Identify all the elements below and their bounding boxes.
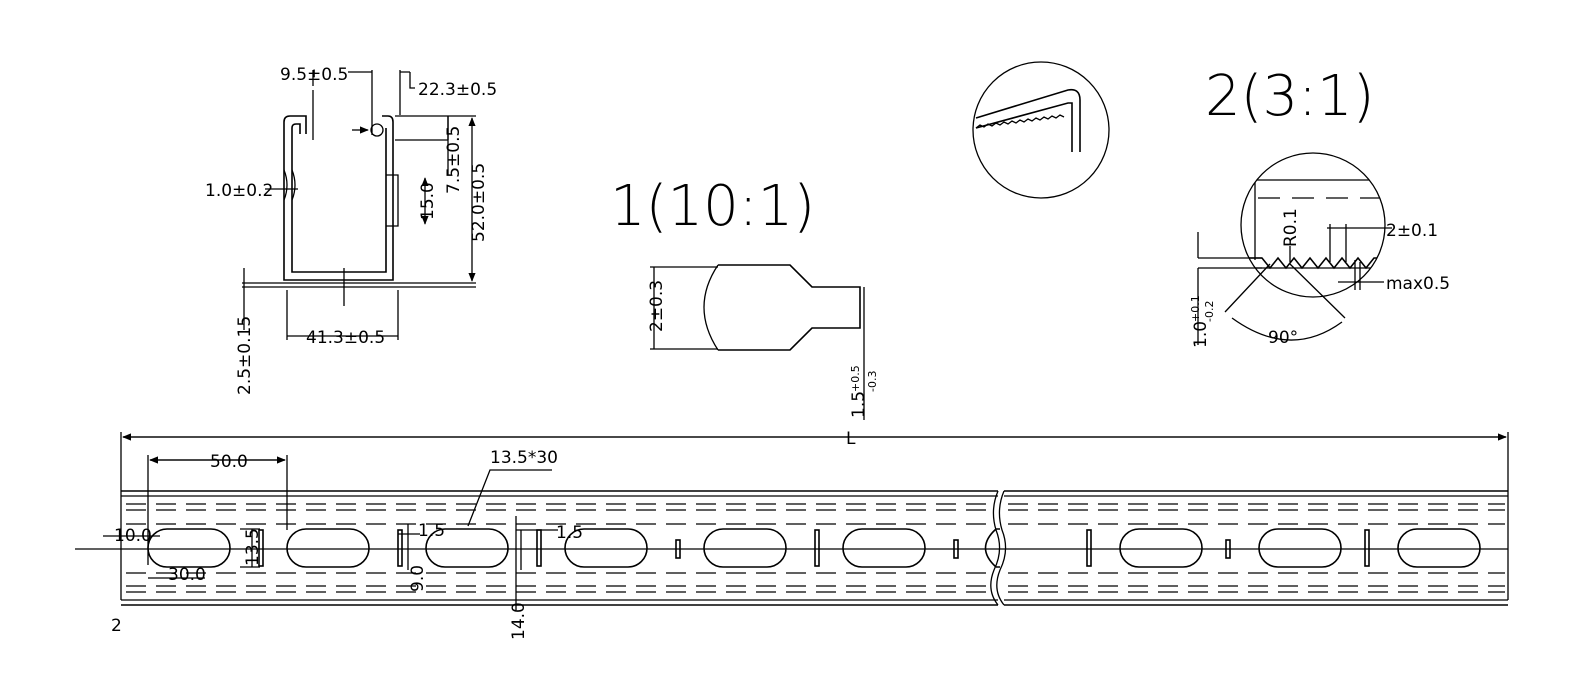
small-slot — [953, 539, 959, 559]
rail-edges-left — [121, 490, 1508, 606]
detail-1-curve — [703, 264, 719, 351]
profile-bead — [283, 169, 296, 201]
small-slot — [1364, 529, 1370, 567]
small-slot — [258, 529, 264, 567]
rail-break-line — [990, 490, 1007, 606]
detail-2-teeth — [1241, 256, 1385, 270]
profile-hole — [370, 123, 384, 137]
slot — [842, 528, 926, 568]
detail-2-thickness-tol-upper: +0.1 — [1189, 295, 1202, 322]
small-slot — [536, 529, 542, 567]
rail-dim-slot-size: 13.5*30 — [490, 448, 558, 468]
rail-slots — [147, 528, 1481, 568]
rail-dim-slot-length: 30.0 — [168, 565, 206, 585]
rail-dim-slot-height: 13.5 — [243, 528, 263, 566]
rail-edges-left-thin — [121, 495, 1508, 601]
rail-dim-edge-offset: 10.0 — [114, 526, 152, 546]
detail-1-tip: 1.5 — [849, 391, 869, 418]
detail-2-view: 2(3:1) R0.1 2±0.1 max0.5 1.0 +0.1 -0.2 9… — [1189, 64, 1450, 348]
small-slot — [1225, 539, 1231, 559]
rail-dim-small-width-a: 1.5 — [418, 521, 445, 541]
rail-dim-lines — [103, 455, 558, 610]
small-slot — [1086, 529, 1092, 567]
rail-dim-pitch: 50.0 — [210, 452, 248, 472]
rail-serration-dashes — [126, 503, 1505, 593]
dim-base: 2.5±0.15 — [235, 316, 255, 395]
dim-inner: 15.0 — [418, 182, 438, 220]
detail-2-angle: 90° — [1268, 328, 1298, 348]
rail-dim-small-width-b: 1.5 — [556, 523, 583, 543]
slot — [286, 528, 370, 568]
detail-2-pitch: 2±0.1 — [1386, 221, 1438, 241]
serration-circle-view — [972, 61, 1110, 199]
profile-inner-step — [386, 174, 399, 227]
dim-width: 41.3±0.5 — [306, 328, 385, 348]
detail-2-radius: R0.1 — [1281, 208, 1301, 247]
profile-centerline — [312, 90, 345, 306]
detail-1-tip-tol-lower: -0.3 — [866, 371, 879, 392]
detail-2-angle-lines — [1224, 263, 1346, 341]
profile-outline — [283, 115, 394, 281]
detail-1-view: 1(10:1) 2±0.3 1.5 +0.5 -0.3 — [610, 174, 879, 420]
detail-1-thickness: 2±0.3 — [647, 280, 667, 332]
dim-width-line — [286, 290, 399, 340]
serration-teeth — [975, 114, 1065, 129]
detail-1-outline — [718, 264, 861, 351]
small-slot — [397, 529, 403, 567]
detail-1-dim-lines — [650, 266, 865, 420]
rail-dim-small-length: 14.0 — [509, 602, 529, 640]
detail-2-circle — [1240, 152, 1386, 298]
slot — [703, 528, 787, 568]
dim-height: 52.0±0.5 — [469, 163, 489, 242]
rail-plan-view: L — [75, 429, 1509, 640]
dim-lip-offset: 9.5±0.5 — [280, 65, 348, 85]
dim-hole-offset: 22.3±0.5 — [418, 80, 497, 100]
profile-section-view: 9.5±0.5 22.3±0.5 1.0±0.2 7.5±0.5 15.0 52… — [205, 65, 497, 395]
slot — [564, 528, 648, 568]
detail-1-tip-tol-upper: +0.5 — [849, 365, 862, 392]
slot — [1397, 528, 1481, 568]
detail-2-thickness-tol-lower: -0.2 — [1203, 301, 1216, 322]
serration-circle — [972, 61, 1110, 199]
dim-wall: 1.0±0.2 — [205, 181, 273, 201]
slot — [1258, 528, 1342, 568]
rail-length-label: L — [846, 429, 856, 449]
detail-2-title: 2(3:1) — [1205, 64, 1374, 129]
rail-length-dim — [120, 432, 1509, 600]
rail-small-slots — [258, 529, 1370, 567]
detail-1-title: 1(10:1) — [610, 174, 815, 239]
rail-dim-small-height: 9.0 — [408, 565, 428, 592]
serration-strip — [975, 88, 1081, 152]
slot-partial — [984, 528, 1000, 568]
slot — [147, 528, 231, 568]
slot — [425, 528, 509, 568]
small-slot — [675, 539, 681, 559]
slot — [1119, 528, 1203, 568]
small-slot — [814, 529, 820, 567]
detail-2-dim-lines — [1197, 224, 1392, 345]
detail-2-hatch — [1241, 179, 1385, 260]
detail-2-max-depth: max0.5 — [1386, 274, 1450, 294]
dim-hole-depth: 7.5±0.5 — [444, 126, 464, 194]
detail-2-thickness: 1.0 — [1191, 321, 1211, 348]
rail-callout: 2 — [111, 616, 122, 636]
